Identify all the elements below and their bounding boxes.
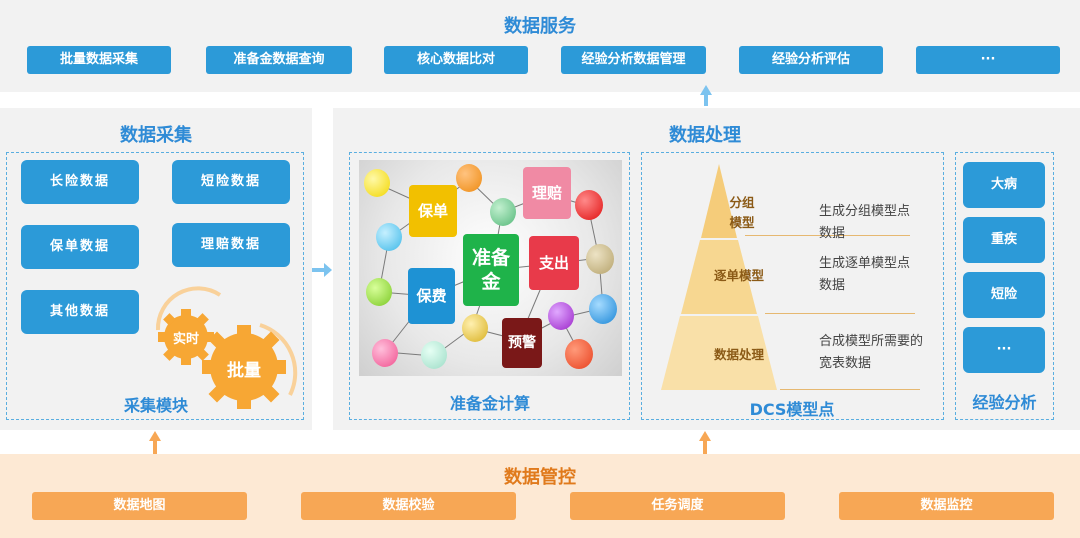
reserve-item-claims[interactable]: 理赔 [523, 167, 571, 219]
control-button-data-validation[interactable]: 数据校验 [301, 492, 516, 520]
reserve-calc-label: 准备金计算 [449, 394, 530, 413]
experience-item-critical-illness[interactable]: 重疾 [963, 217, 1045, 263]
network-node [548, 302, 574, 330]
network-node [421, 341, 447, 369]
reserve-item-warning[interactable]: 预警 [502, 318, 542, 368]
arrow-up-to-processing [703, 440, 707, 454]
network-node [372, 339, 398, 367]
data-service-band [0, 0, 1080, 92]
experience-item-serious-illness[interactable]: 大病 [963, 162, 1045, 208]
network-node [490, 198, 516, 226]
pyramid-divider [765, 313, 915, 314]
network-node [586, 244, 614, 274]
arrow-up-head [700, 85, 712, 95]
pyramid-desc-wide-table: 合成模型所需要的宽表数据 [819, 334, 924, 371]
arrow-right-to-processing [312, 268, 326, 272]
service-button-more[interactable]: ··· [916, 46, 1060, 74]
gear-label-batch: 批量 [227, 361, 261, 381]
network-node [589, 294, 617, 324]
reserve-dashed-box [349, 152, 630, 420]
small-gear-icon [158, 309, 214, 365]
pyramid-level-group-model-label: 分组模型 [729, 195, 755, 230]
tile-long-term-data[interactable]: 长险数据 [21, 160, 139, 204]
network-node [376, 223, 402, 251]
arrow-up-head [149, 431, 161, 441]
service-button-experience-eval[interactable]: 经验分析评估 [739, 46, 883, 74]
gear-icon-group [155, 286, 298, 409]
experience-dashed-box [955, 152, 1054, 420]
experience-item-short-term[interactable]: 短险 [963, 272, 1045, 318]
pyramid-level-single-model: 逐单模型 [713, 268, 764, 283]
service-button-core-compare[interactable]: 核心数据比对 [384, 46, 528, 74]
experience-item-more[interactable]: ··· [963, 327, 1045, 373]
network-node [565, 339, 593, 369]
processing-title: 数据处理 [669, 125, 741, 146]
network-node [364, 169, 390, 197]
control-button-data-map[interactable]: 数据地图 [32, 492, 247, 520]
arrow-up-to-service [704, 94, 708, 106]
arrow-up-head [699, 431, 711, 441]
pyramid-desc-group: 生成分组模型点数据 [819, 204, 911, 241]
pyramid-divider [745, 235, 910, 236]
pyramid-graphic [661, 164, 777, 390]
reserve-item-premium[interactable]: 保费 [408, 268, 455, 324]
data-control-title: 数据管控 [504, 467, 576, 488]
reserve-center-label: 准备金 [471, 247, 510, 293]
collection-dashed-box [6, 152, 304, 420]
reserve-center[interactable]: 准备金 [463, 234, 519, 306]
data-service-title: 数据服务 [504, 16, 576, 37]
gear-label-realtime: 实时 [172, 332, 199, 347]
service-button-batch-collect[interactable]: 批量数据采集 [27, 46, 171, 74]
network-node [462, 314, 488, 342]
pyramid-divider [780, 389, 920, 390]
arrow-right-head [324, 263, 332, 277]
reserve-item-expense[interactable]: 支出 [529, 236, 579, 290]
network-node [456, 164, 482, 192]
service-button-reserve-query[interactable]: 准备金数据查询 [206, 46, 352, 74]
experience-analysis-label: 经验分析 [972, 393, 1037, 412]
tile-short-term-data[interactable]: 短险数据 [172, 160, 290, 204]
dcs-model-label: DCS模型点 [749, 400, 835, 419]
tile-policy-data[interactable]: 保单数据 [21, 225, 139, 269]
arrow-up-to-collection [153, 440, 157, 454]
collection-title: 数据采集 [120, 125, 192, 146]
control-button-data-monitoring[interactable]: 数据监控 [839, 492, 1054, 520]
reserve-item-policy[interactable]: 保单 [409, 185, 457, 237]
pyramid-level-group-model: 分组模型 [722, 193, 762, 233]
network-node [366, 278, 392, 306]
network-node [575, 190, 603, 220]
tile-other-data[interactable]: 其他数据 [21, 290, 139, 334]
service-button-experience-data-mgmt[interactable]: 经验分析数据管理 [561, 46, 706, 74]
collection-module-label: 采集模块 [123, 396, 188, 415]
control-button-task-scheduling[interactable]: 任务调度 [570, 492, 785, 520]
pyramid-level-data-processing: 数据处理 [713, 347, 764, 362]
dcs-dashed-box [641, 152, 944, 420]
pyramid-desc-single: 生成逐单模型点数据 [819, 256, 911, 293]
tile-claims-data[interactable]: 理赔数据 [172, 223, 290, 267]
